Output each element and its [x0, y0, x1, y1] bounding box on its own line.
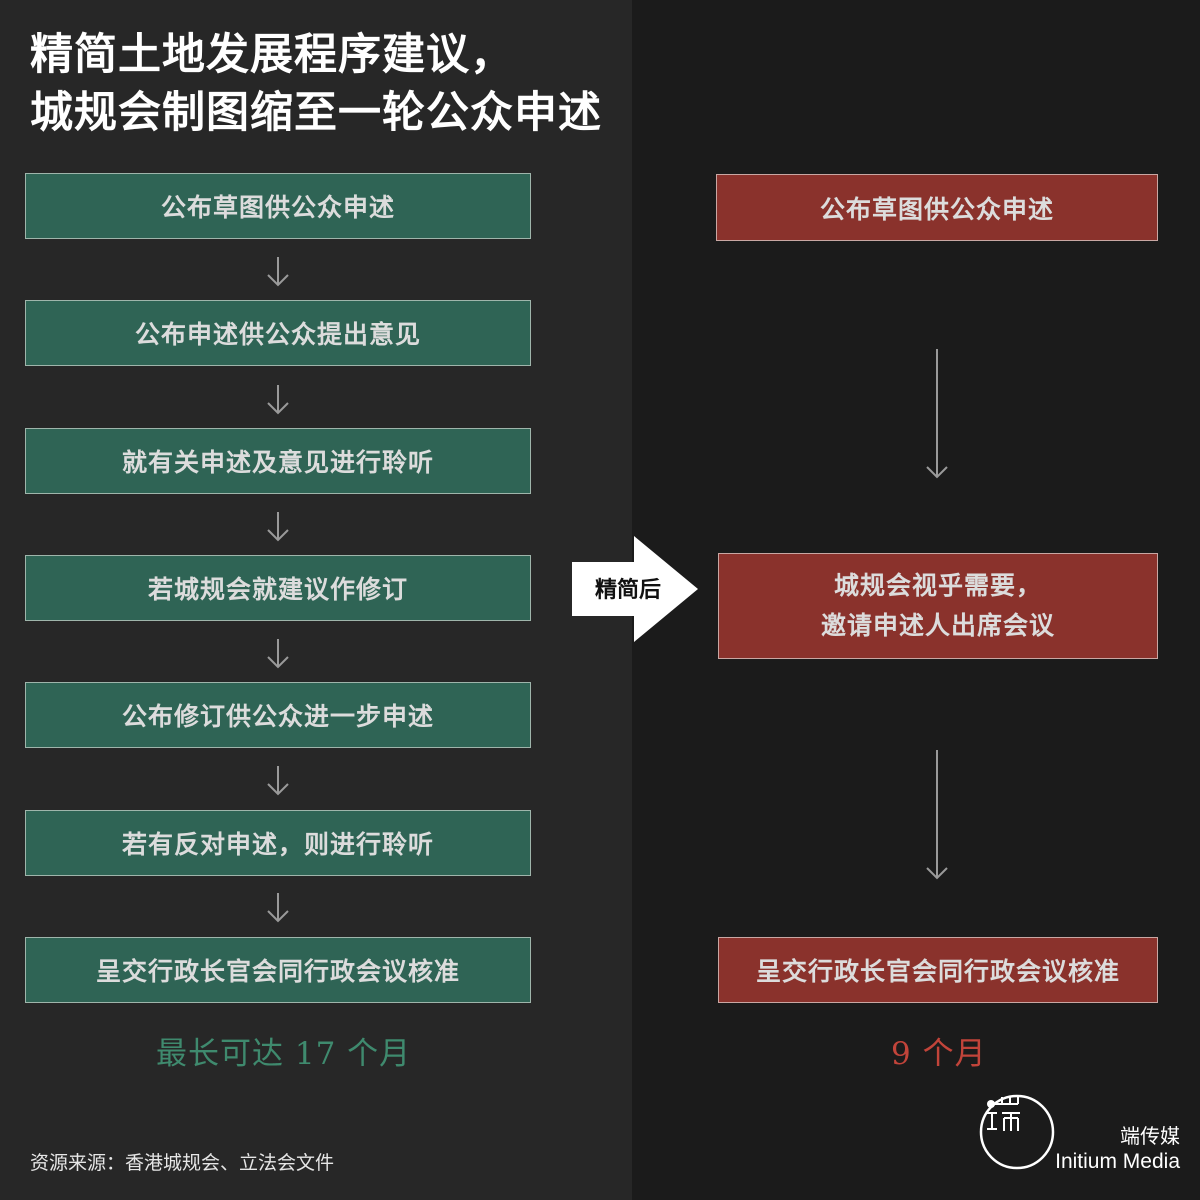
down-arrow-icon	[926, 349, 948, 479]
initium-logo-icon	[979, 1094, 1055, 1170]
source-note: 资源来源：香港城规会、立法会文件	[30, 1152, 335, 1174]
down-arrow-icon	[267, 639, 289, 669]
after-step-2: 城规会视乎需要， 邀请申述人出席会议	[718, 553, 1158, 659]
title-line-2: 城规会制图缩至一轮公众申述	[30, 88, 602, 138]
brand-name-cn: 端传媒	[1120, 1124, 1180, 1148]
page-title: 精简土地发展程序建议， 城规会制图缩至一轮公众申述	[30, 26, 602, 142]
before-duration: 最长可达 17 个月	[156, 1036, 412, 1072]
before-step-2: 公布申述供公众提出意见	[25, 300, 531, 366]
after-step-1: 公布草图供公众申述	[716, 174, 1158, 241]
before-step-7: 呈交行政长官会同行政会议核准	[25, 937, 531, 1003]
right-arrow-icon	[572, 536, 698, 642]
down-arrow-icon	[267, 512, 289, 542]
transition-label: 精简后	[594, 578, 661, 603]
before-step-4: 若城规会就建议作修订	[25, 555, 531, 621]
before-step-3: 就有关申述及意见进行聆听	[25, 428, 531, 494]
down-arrow-icon	[267, 766, 289, 796]
after-step-2-line-1: 城规会视乎需要，	[833, 571, 1042, 600]
title-line-1: 精简土地发展程序建议，	[30, 30, 514, 80]
before-step-6: 若有反对申述，则进行聆听	[25, 810, 531, 876]
down-arrow-icon	[926, 750, 948, 880]
after-step-2-line-2: 邀请申述人出席会议	[820, 611, 1055, 640]
brand-name-en: Initium Media	[1055, 1150, 1180, 1173]
before-step-5: 公布修订供公众进一步申述	[25, 682, 531, 748]
after-duration: 9 个月	[891, 1036, 987, 1072]
down-arrow-icon	[267, 893, 289, 923]
down-arrow-icon	[267, 257, 289, 287]
after-step-3: 呈交行政长官会同行政会议核准	[718, 937, 1158, 1003]
before-step-1: 公布草图供公众申述	[25, 173, 531, 239]
down-arrow-icon	[267, 385, 289, 415]
